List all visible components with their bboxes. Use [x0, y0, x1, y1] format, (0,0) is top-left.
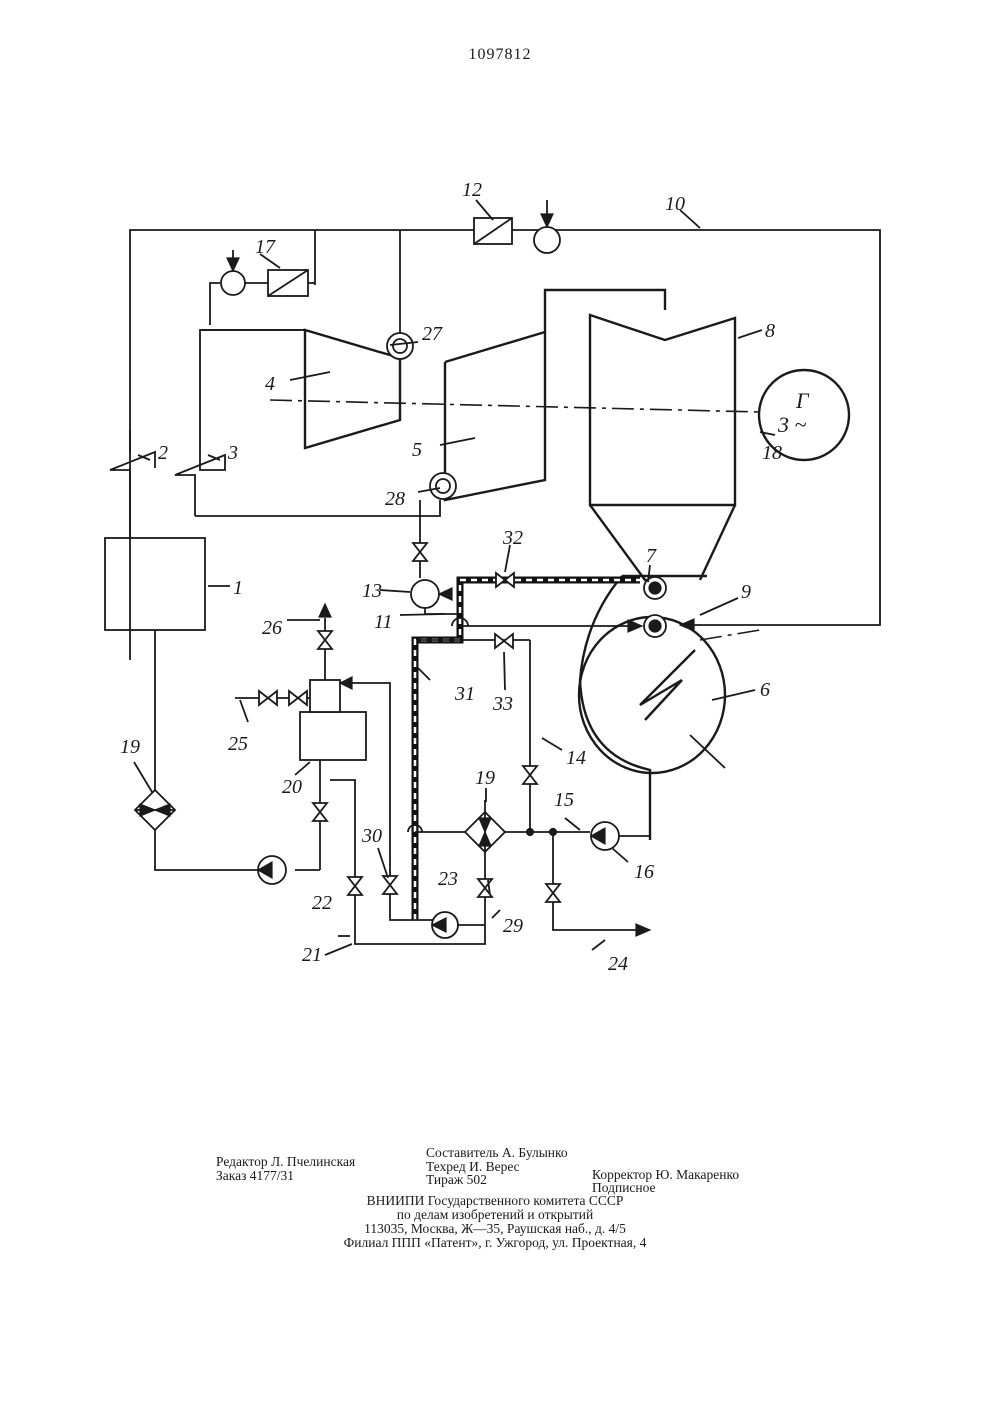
shaft-line	[269, 399, 761, 413]
ring-28	[429, 472, 457, 500]
label-5: 5	[412, 439, 422, 461]
label-14: 14	[566, 747, 586, 769]
label-10: 10	[665, 193, 685, 215]
footer-techred: Техред И. Верес	[426, 1159, 520, 1174]
footer-org-line1: ВНИИПИ Государственного комитета СССР	[366, 1193, 624, 1208]
patent-number: 1097812	[468, 46, 532, 63]
label-33: 33	[492, 693, 513, 715]
label-23: 23	[438, 868, 458, 890]
heater-17	[220, 250, 315, 297]
label-6: 6	[760, 679, 770, 701]
boiler-1	[104, 430, 206, 631]
footer-corrector: Корректор Ю. Макаренко	[592, 1167, 740, 1182]
footer-branch: Филиал ППП «Патент», г. Ужгород, ул. Про…	[343, 1235, 647, 1250]
label-28: 28	[385, 488, 405, 510]
label-29: 29	[503, 915, 523, 937]
feed-line	[133, 630, 320, 885]
label-26: 26	[262, 617, 282, 639]
footer-editor: Редактор Л. Пчелинская	[216, 1154, 356, 1169]
label-18: 18	[762, 442, 782, 464]
label-21: 21	[302, 944, 322, 966]
label-7: 7	[646, 545, 657, 567]
condenser-6	[577, 575, 761, 840]
label-15: 15	[554, 789, 574, 811]
ip-turbine-5	[443, 288, 667, 502]
label-8: 8	[765, 320, 775, 342]
generator-phase: 3 ~	[777, 412, 807, 437]
label-4: 4	[265, 373, 275, 395]
generator-18: Г 3 ~	[757, 368, 851, 462]
heater-12	[473, 200, 561, 254]
label-9: 9	[741, 581, 751, 603]
label-19a: 19	[120, 736, 140, 758]
label-17: 17	[255, 236, 276, 258]
footer-compiler: Составитель А. Булынко	[426, 1145, 568, 1160]
label-11: 11	[374, 611, 393, 633]
line-21	[330, 779, 493, 945]
label-27: 27	[422, 323, 443, 345]
line-14	[522, 640, 538, 834]
ring-27	[386, 332, 414, 360]
label-24: 24	[608, 953, 628, 975]
pump-16	[589, 770, 651, 851]
label-3: 3	[227, 442, 238, 464]
label-20: 20	[282, 776, 302, 798]
label-25: 25	[228, 733, 248, 755]
label-30: 30	[361, 825, 382, 847]
footer-subscription: Подписное	[592, 1180, 656, 1195]
label-1: 1	[233, 577, 243, 599]
label-16: 16	[634, 861, 654, 883]
nozzle-7	[643, 576, 667, 600]
pipe-31-32	[411, 572, 640, 920]
pump-13	[410, 500, 458, 615]
deaerator-20	[235, 602, 440, 921]
label-31: 31	[454, 683, 475, 705]
footer-run: Тираж 502	[426, 1172, 487, 1187]
lp-turbine-8	[588, 313, 737, 582]
footer-org-line2: по делам изобретений и открытий	[396, 1207, 594, 1222]
generator-symbol: Г	[795, 388, 810, 413]
label-2: 2	[158, 442, 168, 464]
footer-order: Заказ 4177/31	[216, 1168, 295, 1183]
heater-19b	[407, 800, 590, 854]
label-22: 22	[312, 892, 332, 914]
footer-org-line3: 113035, Москва, Ж—35, Раушская наб., д. …	[364, 1221, 626, 1236]
reheat-coil-3	[174, 329, 441, 517]
pump-23	[430, 911, 485, 939]
label-13: 13	[362, 580, 382, 602]
label-12: 12	[462, 179, 482, 201]
drain-line-24	[545, 832, 652, 937]
reference-labels: 1 2 3 4 5 6 7 8 9 10 11 12 13 14 15 16 1…	[120, 179, 782, 975]
label-32: 32	[502, 527, 523, 549]
leader-lines	[133, 199, 776, 956]
label-19b: 19	[475, 767, 495, 789]
